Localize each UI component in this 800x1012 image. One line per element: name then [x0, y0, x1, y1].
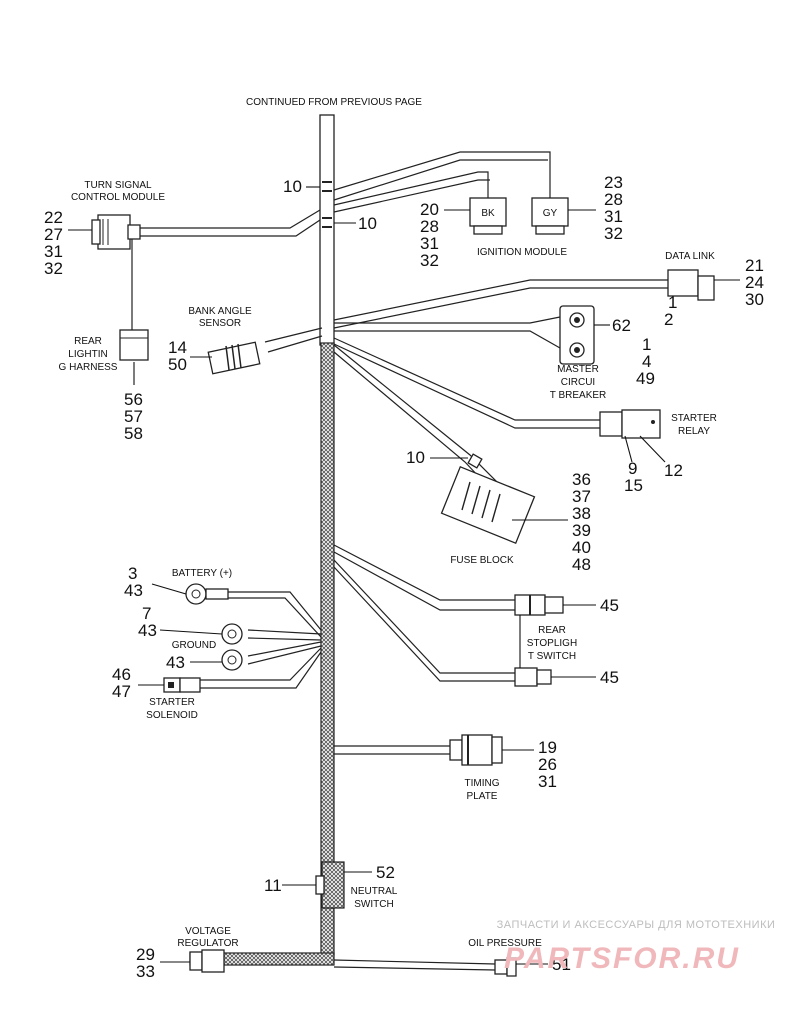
ign-bk-label: BK: [481, 208, 495, 219]
neutral-switch-connector: [315, 861, 345, 909]
stoplight-connector-b: [514, 667, 552, 687]
ignition-bk-connector: BK: [469, 197, 507, 235]
ref-relay-right: 12: [664, 461, 683, 480]
oil-pressure-connector: [494, 957, 517, 977]
ref-breaker-side: 62: [612, 316, 631, 335]
data-link-connector: [667, 269, 715, 301]
ref-stoplight-a: 45: [600, 596, 619, 615]
label-battery: BATTERY (+): [172, 568, 232, 579]
rear-lighting-connector: [119, 329, 149, 361]
ground-terminal-2: [221, 649, 243, 671]
ref-top-10b: 10: [358, 214, 377, 233]
ref-neutral-left: 11: [264, 876, 282, 895]
ignition-gy-connector: GY: [531, 197, 569, 235]
header-text: CONTINUED FROM PREVIOUS PAGE: [246, 97, 422, 108]
fuse-block: [440, 453, 536, 545]
starter-solenoid-connector: [163, 677, 201, 693]
ref-ground-2: 43: [166, 653, 185, 672]
watermark-line2: PARTSFOR.RU: [504, 942, 740, 975]
ref-oil: 51: [552, 955, 571, 974]
ref-neutral-right: 52: [376, 863, 395, 882]
battery-terminal: [185, 583, 229, 605]
label-ignition: IGNITION MODULE: [477, 247, 567, 258]
stoplight-connector-a: [514, 594, 564, 616]
label-data-link: DATA LINK: [665, 251, 715, 262]
ref-top-10a: 10: [283, 177, 302, 196]
label-ground: GROUND: [172, 640, 216, 651]
lower-wires: [200, 544, 515, 971]
main-trunk: [189, 114, 335, 966]
bank-angle-connector: [207, 341, 261, 375]
ref-stoplight-b: 45: [600, 668, 619, 687]
voltage-regulator-connector: [189, 949, 225, 973]
watermark-line1: ЗАПЧАСТИ И АКСЕССУАРЫ ДЛЯ МОТОТЕХНИКИ: [497, 919, 776, 931]
ground-terminal-1: [221, 623, 243, 645]
ref-fuse-10: 10: [406, 448, 425, 467]
leader-lines: [68, 186, 740, 965]
ign-gy-label: GY: [543, 208, 558, 219]
label-fuse-block: FUSE BLOCK: [450, 555, 514, 566]
starter-relay-connector: [599, 409, 661, 439]
master-breaker: [559, 305, 595, 365]
timing-plate-connector: [449, 734, 503, 766]
turn-signal-connector: [91, 214, 141, 250]
label-oil-pressure: OIL PRESSURE: [468, 938, 542, 949]
